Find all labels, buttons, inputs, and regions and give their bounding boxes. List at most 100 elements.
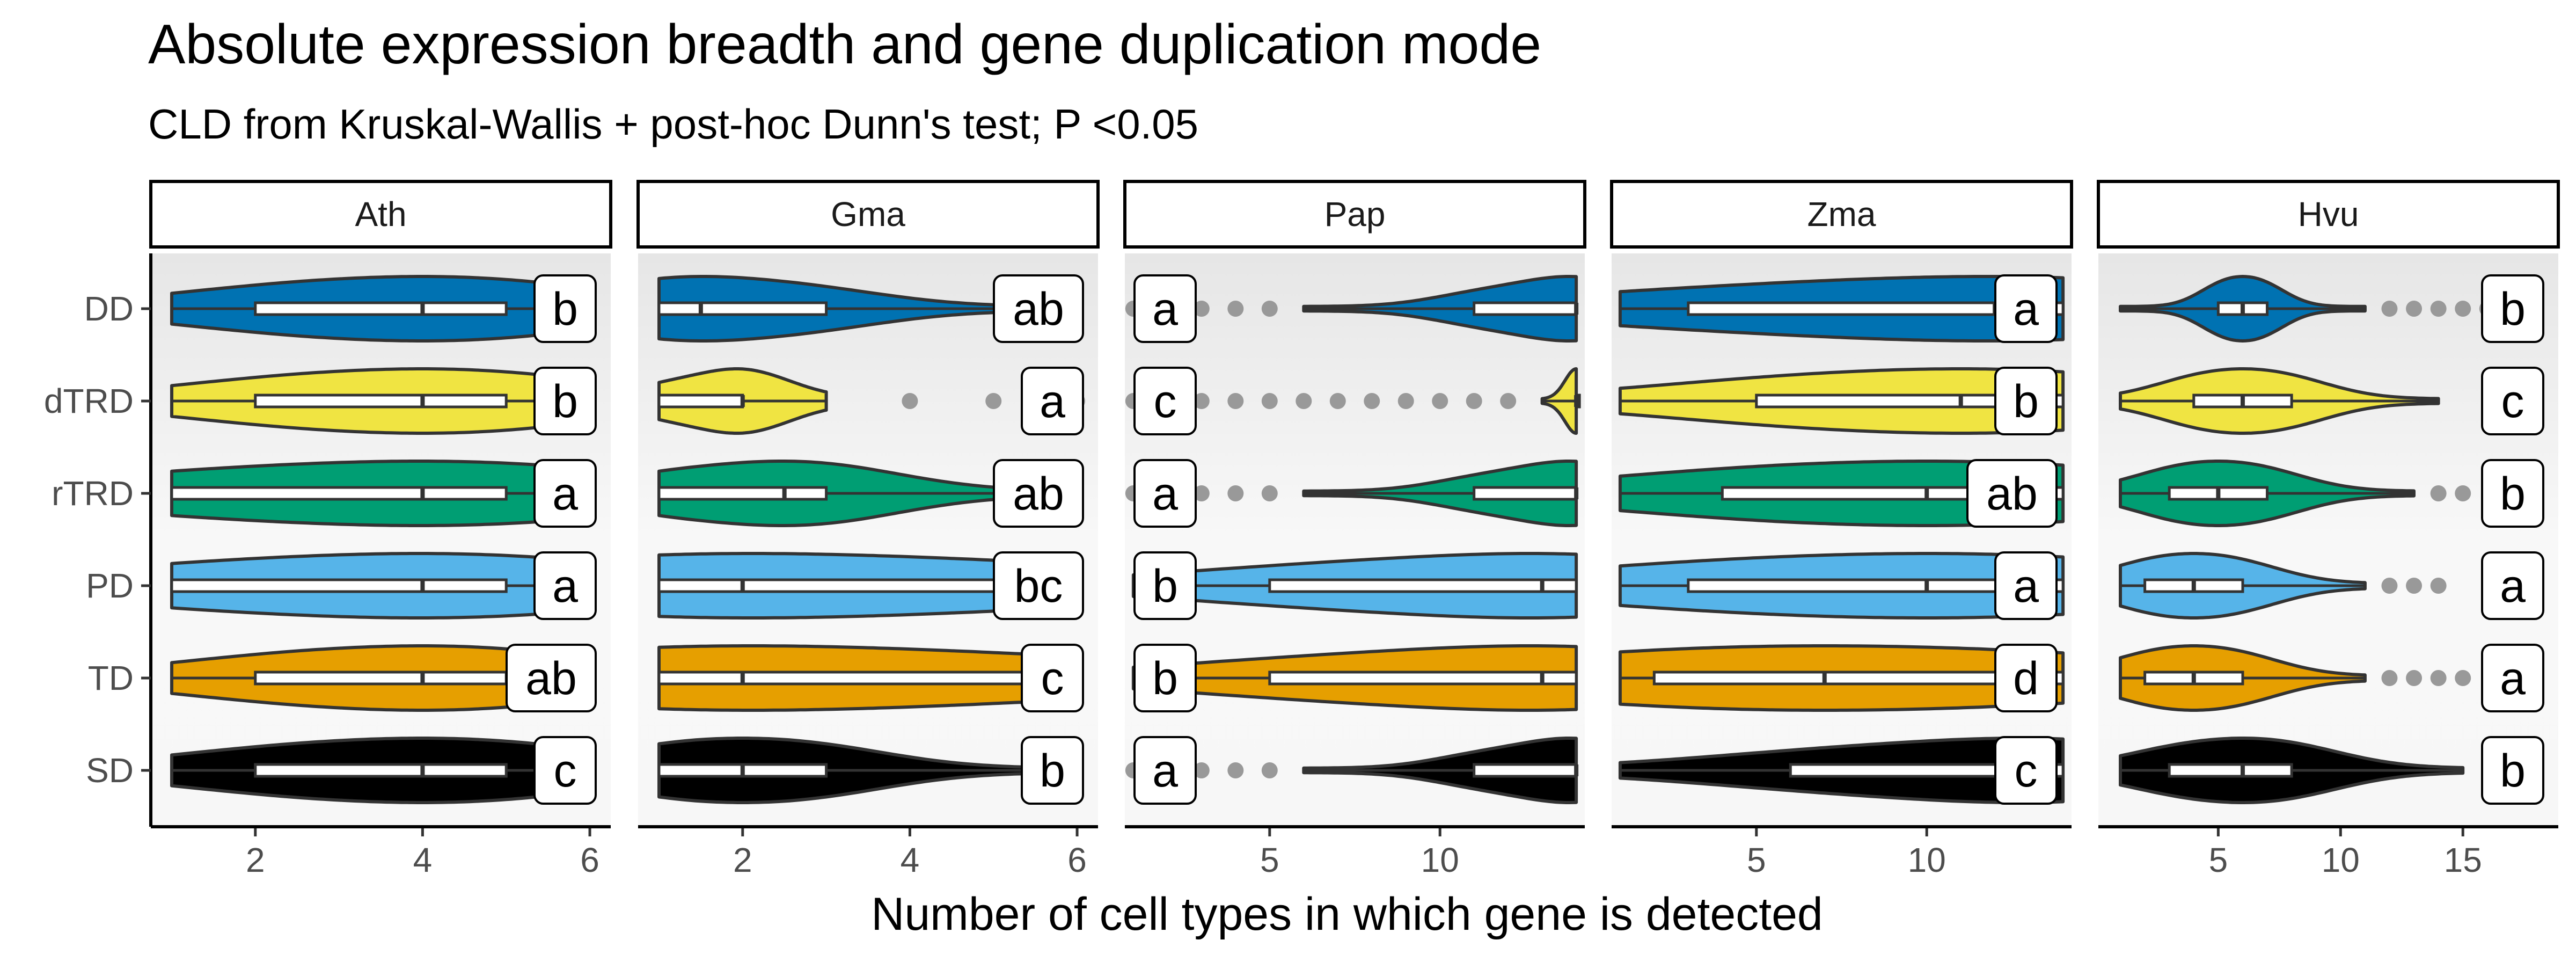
cld-letter: c [1041,653,1064,704]
outlier-point [1296,393,1312,409]
violin-row-dtrd: c [2119,367,2544,435]
outlier-point [1466,393,1482,409]
boxplot-box [170,578,508,593]
outlier-point [985,393,1002,409]
boxplot-box [1652,671,2065,686]
x-tick-label: 10 [1421,841,1459,879]
violin-row-rtrd: ab [657,459,1084,528]
violin-row-dtrd: b [1618,367,2065,435]
cld-letter-box [1994,367,2058,435]
y-tick-label: DD [84,289,134,328]
cld-letter-box [533,367,597,435]
cld-letter-box [1994,274,2058,343]
outlier-point [1432,393,1448,409]
cld-letter-box [2481,551,2544,620]
cld-letter: a [2500,560,2526,612]
cld-letter: ab [1986,468,2038,520]
facet-strip [2097,180,2560,249]
outlier-point [1329,393,1346,409]
outlier-point [1227,762,1244,778]
cld-letter-box [506,644,597,712]
cld-letter-box [2481,274,2544,343]
outlier-point [1364,393,1380,409]
cld-letter-box [993,551,1084,620]
cld-letter: b [1152,653,1178,704]
boxplot-box [1755,394,2065,409]
facet-strip-label: Pap [1324,195,1386,234]
y-tick-label: SD [86,751,134,790]
violin-row-td: d [1618,644,2065,712]
facet-strip [1610,180,2073,249]
violin-row-dd: a [1125,274,1579,343]
cld-letter: ab [525,653,577,704]
y-tick-label: dTRD [44,382,134,420]
violin-row-dd: b [2119,274,2544,343]
cld-letter-box [533,551,597,620]
violin-row-sd: b [2119,736,2544,805]
outlier-point [2406,578,2423,594]
outlier-point [1261,762,1278,778]
x-tick-label: 5 [2209,841,2228,879]
violin-row-pd: bc [657,551,1084,620]
outlier-point [2455,485,2471,501]
cld-letter: b [1040,745,1065,797]
violin-row-td: a [2119,644,2544,712]
facet-strip [149,180,612,249]
violin-row-rtrd: a [1125,459,1579,528]
cld-letter: a [552,468,578,520]
facet-strip-label: Zma [1807,195,1876,234]
x-tick-label: 10 [2322,841,2360,879]
x-tick-label: 4 [901,841,920,879]
x-tick-label: 5 [1747,841,1766,879]
cld-letter: c [2501,376,2524,427]
cld-letter-box [1021,367,1084,435]
panel-background [151,253,611,827]
violin-row-pd: b [1131,551,1578,620]
outlier-point [1397,393,1414,409]
outlier-point [1227,393,1244,409]
cld-letter: ab [1013,283,1064,335]
cld-letter-box [2481,736,2544,805]
cld-letter-box [993,459,1084,528]
violin-row-dtrd: a [657,367,1086,435]
boxplot-box [1473,486,1578,501]
boxplot-box [2168,763,2293,778]
outlier-point [2381,578,2398,594]
outlier-point [2406,670,2423,686]
outlier-point [1500,393,1517,409]
cld-letter: c [554,745,577,797]
cld-letter-box [1021,736,1084,805]
outlier-point [2381,670,2398,686]
x-tick-label: 5 [1260,841,1279,879]
outlier-point [2430,670,2447,686]
outlier-point [1261,301,1278,317]
y-tick-label: rTRD [52,474,134,513]
boxplot-box [657,301,828,316]
cld-letter-box [1133,551,1197,620]
facet-strip [1123,180,1586,249]
cld-letter: c [2015,745,2038,797]
violin-row-dtrd: b [170,367,597,435]
outlier-point [2406,301,2423,317]
x-tick-label: 2 [246,841,265,879]
x-tick-label: 6 [580,841,599,879]
cld-letter: d [2013,653,2039,704]
facet-strip-label: Ath [355,195,406,234]
cld-letter-box [533,736,597,805]
boxplot-box [657,394,744,409]
y-tick-label: TD [88,659,134,697]
cld-letter-box [1133,459,1197,528]
violin-row-td: ab [170,644,597,712]
cld-letter-box [1994,736,2058,805]
boxplot-box [1268,671,1578,686]
cld-letter-box [2481,459,2544,528]
boxplot-box [1473,763,1578,778]
outlier-point [902,393,918,409]
cld-letter: b [2013,376,2039,427]
